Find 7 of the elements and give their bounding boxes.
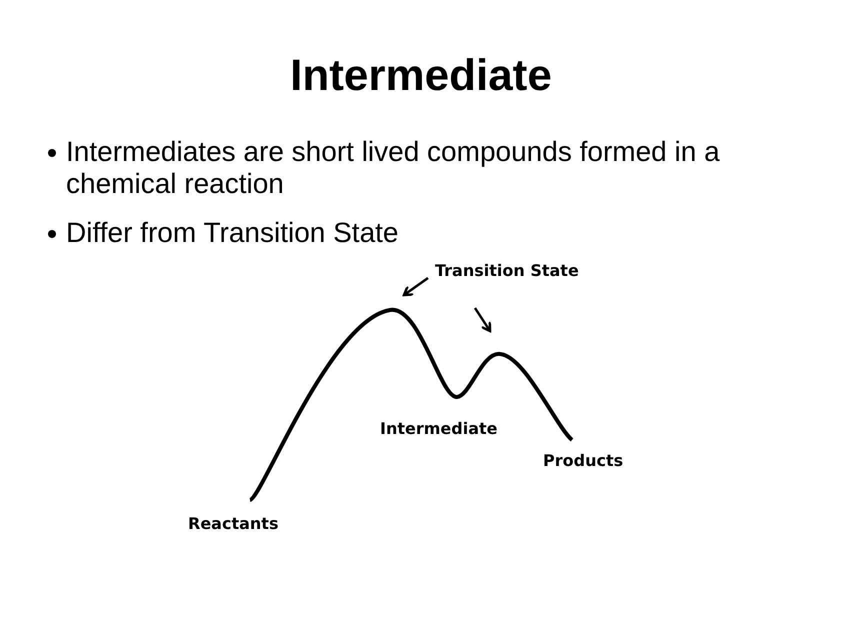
bullet-text: Differ from Transition State <box>66 217 400 249</box>
curve-label: Products <box>543 451 624 470</box>
curve-label: Transition State <box>435 261 579 280</box>
curve-label: Intermediate <box>380 419 498 438</box>
slide-title: Intermediate <box>289 50 553 102</box>
bullet-text: Intermediates are short lived compounds formed in a chemical reaction <box>66 136 721 200</box>
curve-label: Reactants <box>188 514 278 533</box>
